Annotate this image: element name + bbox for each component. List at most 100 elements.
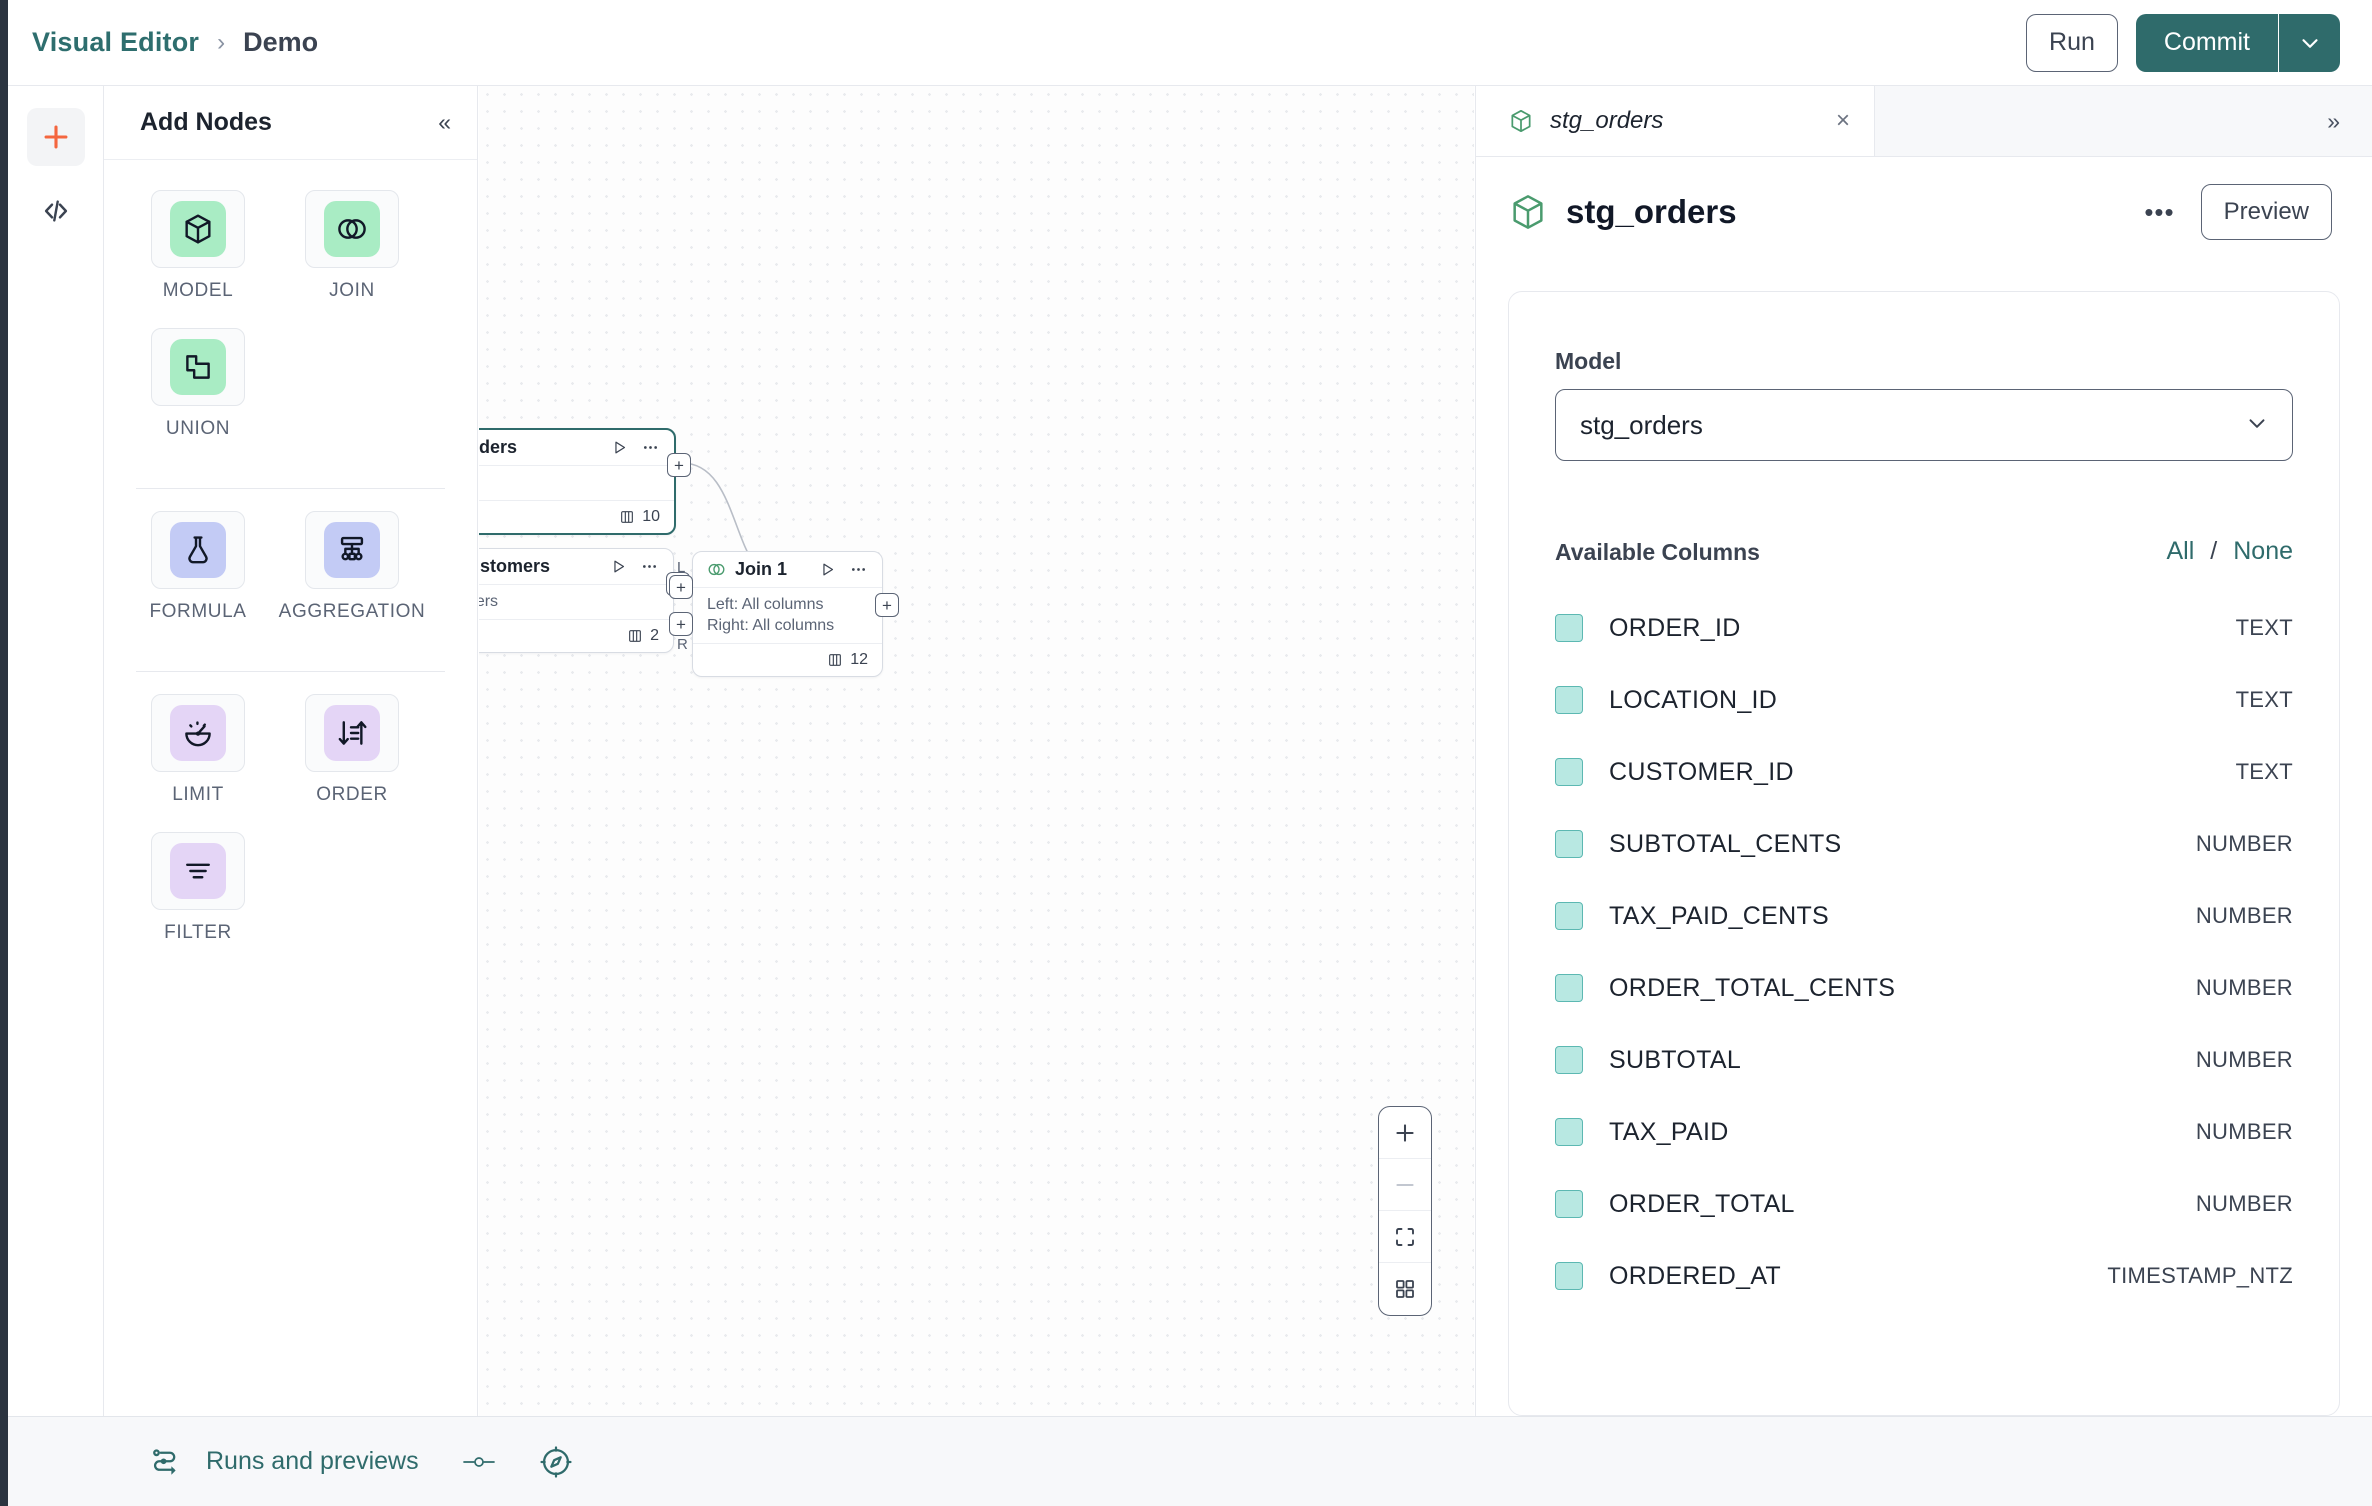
node-body-line: stg_orders bbox=[479, 474, 660, 492]
close-icon[interactable]: × bbox=[1835, 107, 1850, 134]
join-left-input-handle[interactable]: + bbox=[669, 575, 693, 599]
zoom-in-button[interactable] bbox=[1379, 1107, 1431, 1159]
node-type-tile[interactable] bbox=[151, 832, 245, 910]
node-footer: 2 bbox=[479, 620, 673, 652]
node-output-handle[interactable]: + bbox=[667, 453, 691, 477]
node-type-tile[interactable] bbox=[305, 694, 399, 772]
zoom-out-button[interactable] bbox=[1379, 1159, 1431, 1211]
run-button[interactable]: Run bbox=[2026, 13, 2118, 72]
column-checkbox[interactable] bbox=[1555, 1190, 1583, 1218]
node-body-line-right: Right: All columns bbox=[707, 617, 835, 634]
commit-button[interactable]: Commit bbox=[2135, 13, 2278, 72]
column-name: TAX_PAID_CENTS bbox=[1609, 901, 1829, 930]
node-type-label: UNION bbox=[165, 418, 231, 439]
columns-icon bbox=[829, 654, 842, 666]
node-type-tile[interactable] bbox=[151, 328, 245, 406]
column-checkbox[interactable] bbox=[1555, 614, 1583, 642]
node-type-tile[interactable] bbox=[305, 511, 399, 589]
node-title: stg_orders bbox=[479, 437, 518, 457]
canvas-node-stg-customers[interactable]: stg_customers stg_customers 2 + bbox=[479, 548, 690, 653]
node-type-label: JOIN bbox=[329, 280, 375, 301]
node-type-order[interactable]: ORDER bbox=[286, 694, 418, 806]
more-options-icon[interactable] bbox=[640, 557, 659, 576]
runs-and-previews-group[interactable]: Runs and previews bbox=[148, 1445, 419, 1479]
venn-icon bbox=[338, 219, 366, 239]
column-type: TEXT bbox=[2235, 759, 2293, 784]
more-options-icon[interactable] bbox=[641, 438, 660, 457]
expand-panel-button[interactable]: » bbox=[2327, 107, 2340, 134]
node-type-tile[interactable] bbox=[151, 511, 245, 589]
toggle-icon[interactable] bbox=[459, 1447, 499, 1477]
column-checkbox[interactable] bbox=[1555, 902, 1583, 930]
play-icon[interactable] bbox=[819, 561, 836, 578]
model-select[interactable]: stg_orders bbox=[1555, 389, 2293, 461]
node-type-model[interactable]: MODEL bbox=[132, 190, 264, 302]
preview-button[interactable]: Preview bbox=[2200, 184, 2332, 240]
column-row[interactable]: CUSTOMER_ID TEXT bbox=[1555, 736, 2293, 808]
tab-stg-orders[interactable]: stg_orders × bbox=[1476, 86, 1875, 156]
node-type-aggregation[interactable]: AGGREGATION bbox=[279, 511, 425, 623]
toggle-minimap-button[interactable] bbox=[1379, 1263, 1431, 1315]
add-node-rail-button[interactable] bbox=[26, 108, 85, 166]
column-checkbox[interactable] bbox=[1555, 1262, 1583, 1290]
column-checkbox[interactable] bbox=[1555, 974, 1583, 1002]
more-options-icon[interactable]: ••• bbox=[2144, 196, 2175, 227]
column-checkbox[interactable] bbox=[1555, 686, 1583, 714]
node-type-tile[interactable] bbox=[151, 190, 245, 268]
column-name: ORDER_TOTAL_CENTS bbox=[1609, 973, 1896, 1002]
top-bar: Visual Editor › Demo Run Commit bbox=[0, 0, 2372, 86]
canvas-node-join-1[interactable]: Join 1 Left: All columns Right: All colu… bbox=[669, 551, 899, 677]
node-header: Join 1 bbox=[693, 552, 882, 588]
more-options-icon[interactable] bbox=[849, 560, 868, 579]
node-type-limit[interactable]: LIMIT bbox=[132, 694, 264, 806]
node-type-swatch bbox=[170, 339, 226, 395]
join-right-input-handle[interactable]: + bbox=[669, 612, 693, 636]
column-checkbox[interactable] bbox=[1555, 1046, 1583, 1074]
flow-canvas[interactable]: stg_orders stg_orders 10 + bbox=[479, 86, 1474, 1416]
node-header-actions bbox=[819, 560, 868, 579]
select-none-link[interactable]: None bbox=[2233, 537, 2293, 565]
node-type-swatch bbox=[170, 843, 226, 899]
column-checkbox[interactable] bbox=[1555, 1118, 1583, 1146]
play-icon[interactable] bbox=[610, 558, 627, 575]
node-type-label: ORDER bbox=[316, 784, 388, 805]
node-type-tile[interactable] bbox=[305, 190, 399, 268]
node-type-tile[interactable] bbox=[151, 694, 245, 772]
column-checkbox[interactable] bbox=[1555, 758, 1583, 786]
plus-icon bbox=[1396, 1123, 1414, 1142]
breadcrumb-root-link[interactable]: Visual Editor bbox=[32, 27, 200, 57]
node-footer: 10 bbox=[479, 501, 674, 533]
commit-dropdown-button[interactable] bbox=[2278, 13, 2340, 72]
node-type-formula[interactable]: FORMULA bbox=[132, 511, 264, 623]
compass-icon[interactable] bbox=[539, 1445, 573, 1479]
flow-edges bbox=[681, 462, 790, 624]
node-type-join[interactable]: JOIN bbox=[286, 190, 418, 302]
node-type-label: LIMIT bbox=[172, 784, 224, 805]
join-output-handle[interactable]: + bbox=[875, 593, 899, 617]
canvas-node-stg-orders[interactable]: stg_orders stg_orders 10 + bbox=[479, 428, 691, 535]
column-name: CUSTOMER_ID bbox=[1609, 757, 1794, 786]
select-all-link[interactable]: All bbox=[2166, 537, 2195, 565]
model-select-value: stg_orders bbox=[1580, 409, 1703, 440]
collapse-sidebar-button[interactable]: « bbox=[438, 109, 451, 135]
play-icon[interactable] bbox=[611, 439, 628, 456]
node-type-union[interactable]: UNION bbox=[132, 328, 264, 440]
fit-view-button[interactable] bbox=[1379, 1211, 1431, 1263]
node-type-filter[interactable]: FILTER bbox=[132, 832, 264, 944]
column-type: NUMBER bbox=[2195, 1047, 2293, 1072]
code-view-rail-button[interactable] bbox=[27, 188, 85, 234]
flask-icon bbox=[188, 536, 208, 564]
column-checkbox[interactable] bbox=[1555, 830, 1583, 858]
node-column-count: 12 bbox=[850, 651, 868, 668]
